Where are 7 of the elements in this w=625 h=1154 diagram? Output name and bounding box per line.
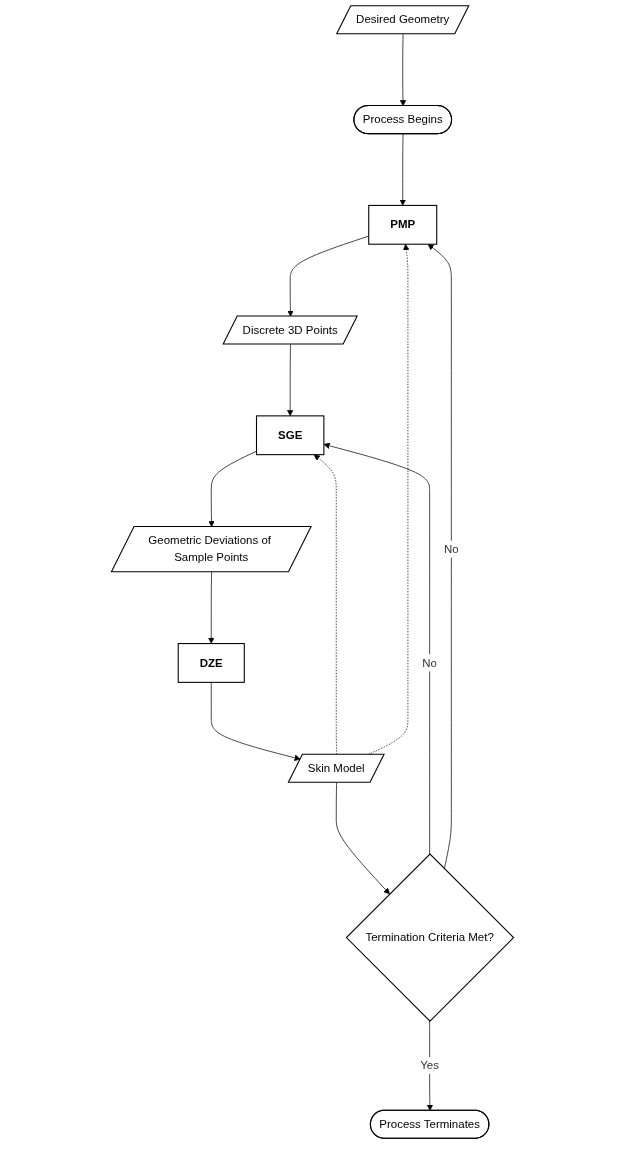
node-box: DZE (177, 643, 245, 683)
edge-label: Yes (420, 1059, 440, 1072)
node-box: SGE (255, 415, 325, 456)
node-diamond: Termination Criteria Met? (345, 853, 515, 1022)
node-box: PMP (368, 204, 438, 245)
edge-label: No (422, 656, 437, 669)
edge-label: No (444, 542, 459, 555)
